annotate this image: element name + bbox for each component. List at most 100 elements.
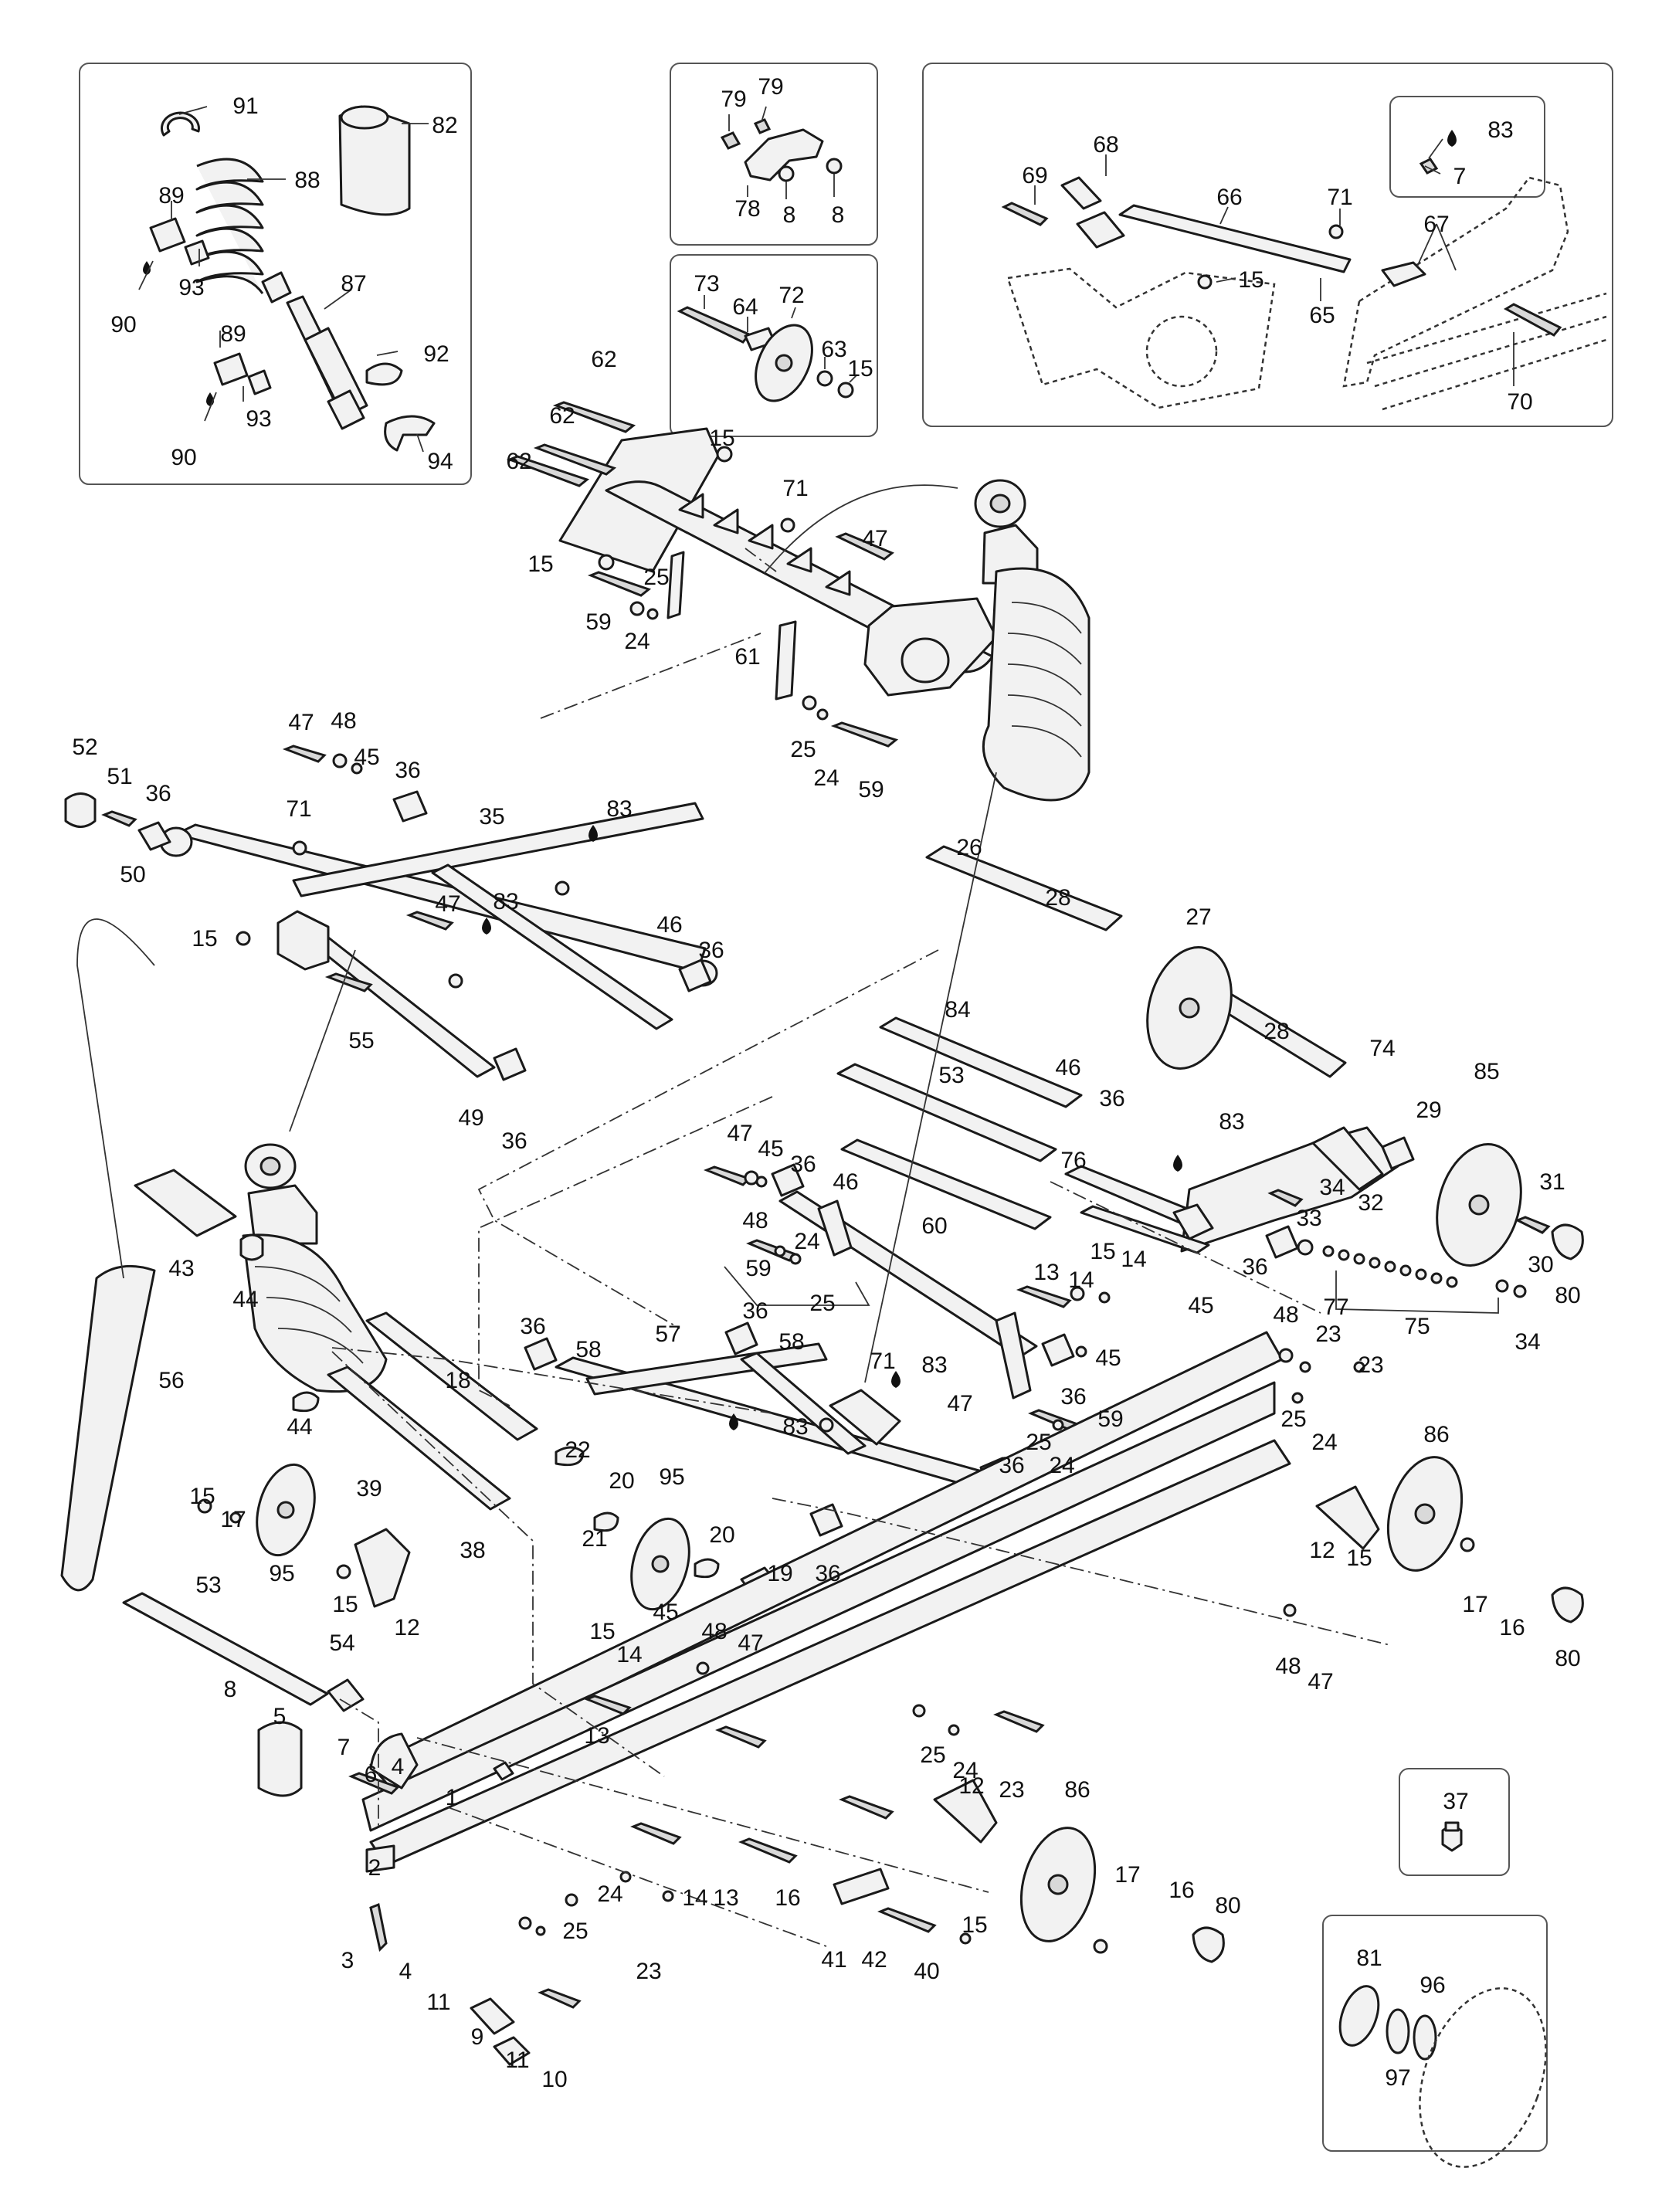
rear-shock-spring <box>974 479 1090 802</box>
callout-88: 88 <box>294 168 320 193</box>
callout-59: 59 <box>858 777 884 802</box>
callout-96: 96 <box>1419 1973 1445 1998</box>
callout-13: 13 <box>584 1723 609 1749</box>
callout-10: 10 <box>541 2067 567 2092</box>
rear-arm-74 <box>836 845 1584 1314</box>
callout-68: 68 <box>1093 132 1118 158</box>
callout-4: 4 <box>392 1754 405 1779</box>
callout-85: 85 <box>1474 1059 1499 1084</box>
assembly-lines <box>76 484 1391 1947</box>
callout-83: 83 <box>493 889 518 914</box>
callout-45: 45 <box>1095 1345 1121 1371</box>
callout-15: 15 <box>189 1484 215 1509</box>
callout-79: 79 <box>758 74 783 100</box>
callout-25: 25 <box>1280 1406 1306 1432</box>
callout-36: 36 <box>395 758 420 783</box>
crossmember-61 <box>506 401 998 748</box>
callout-25: 25 <box>809 1291 835 1316</box>
callout-15: 15 <box>332 1592 358 1617</box>
callout-15: 15 <box>1238 267 1263 293</box>
callout-20: 20 <box>609 1468 634 1494</box>
front-arm-35 <box>64 745 718 1081</box>
callout-84: 84 <box>945 997 970 1023</box>
callout-11: 11 <box>426 1990 450 2015</box>
callout-59: 59 <box>745 1256 771 1281</box>
callout-75: 75 <box>1404 1314 1430 1339</box>
callout-48: 48 <box>1273 1302 1298 1328</box>
grease-fitting-detail <box>1441 1821 1463 1852</box>
callout-14: 14 <box>682 1885 707 1911</box>
callout-95: 95 <box>269 1561 294 1586</box>
callout-86: 86 <box>1064 1777 1090 1803</box>
callout-13: 13 <box>713 1885 738 1911</box>
callout-45: 45 <box>354 745 379 770</box>
callout-71: 71 <box>782 476 808 501</box>
callout-71: 71 <box>286 796 311 822</box>
callout-20: 20 <box>709 1522 734 1548</box>
callout-86: 86 <box>1423 1422 1449 1447</box>
callout-47: 47 <box>862 526 887 551</box>
callout-57: 57 <box>655 1321 680 1347</box>
callout-46: 46 <box>833 1169 858 1195</box>
callout-24: 24 <box>794 1229 819 1254</box>
callout-31: 31 <box>1539 1169 1565 1195</box>
callout-58: 58 <box>575 1337 601 1362</box>
wheel-bearing-detail <box>1338 1985 1547 2168</box>
callout-62: 62 <box>506 449 531 474</box>
callout-25: 25 <box>1026 1430 1051 1455</box>
callout-67: 67 <box>1423 212 1449 237</box>
callout-90: 90 <box>110 312 136 338</box>
callout-15: 15 <box>847 356 873 382</box>
callout-51: 51 <box>107 764 132 789</box>
middle-arm-60 <box>703 1163 1111 1432</box>
callout-48: 48 <box>742 1208 768 1233</box>
callout-47: 47 <box>947 1391 972 1416</box>
callout-17: 17 <box>1462 1592 1487 1617</box>
callout-36: 36 <box>790 1152 816 1177</box>
bracket-inset-parts <box>720 106 843 199</box>
callout-83: 83 <box>1219 1109 1244 1135</box>
callout-45: 45 <box>758 1136 783 1162</box>
callout-80: 80 <box>1555 1646 1580 1671</box>
callout-38: 38 <box>460 1538 485 1563</box>
callout-91: 91 <box>232 93 258 119</box>
callout-21: 21 <box>582 1526 607 1552</box>
callout-49: 49 <box>458 1105 483 1131</box>
callout-64: 64 <box>732 294 758 320</box>
callout-65: 65 <box>1309 303 1335 328</box>
callout-37: 37 <box>1443 1789 1468 1814</box>
callout-24: 24 <box>624 629 650 654</box>
callout-36: 36 <box>742 1298 768 1324</box>
callout-52: 52 <box>72 735 97 760</box>
callout-24: 24 <box>597 1881 622 1907</box>
callout-48: 48 <box>701 1619 727 1644</box>
callout-25: 25 <box>562 1919 588 1944</box>
callout-25: 25 <box>790 737 816 762</box>
callout-36: 36 <box>520 1314 545 1339</box>
callout-95: 95 <box>659 1464 684 1490</box>
callout-24: 24 <box>813 765 839 791</box>
callout-59: 59 <box>585 609 611 635</box>
callout-83: 83 <box>606 796 632 822</box>
slide-rails <box>257 1331 1584 2066</box>
callout-44: 44 <box>287 1414 312 1440</box>
callout-46: 46 <box>656 912 682 938</box>
callout-42: 42 <box>861 1947 887 1973</box>
callout-12: 12 <box>394 1615 419 1640</box>
callout-12: 12 <box>958 1773 984 1799</box>
callout-23: 23 <box>999 1777 1024 1803</box>
callout-54: 54 <box>329 1630 354 1656</box>
callout-24: 24 <box>1311 1430 1337 1455</box>
callout-58: 58 <box>778 1329 804 1355</box>
callout-45: 45 <box>653 1600 678 1625</box>
callout-93: 93 <box>246 406 271 432</box>
callout-15: 15 <box>1090 1239 1115 1264</box>
callout-89: 89 <box>158 183 184 209</box>
callout-48: 48 <box>331 708 356 734</box>
callout-47: 47 <box>738 1630 763 1656</box>
callout-53: 53 <box>938 1063 964 1088</box>
shock-absorber-inset-parts <box>138 105 436 453</box>
callout-55: 55 <box>348 1028 374 1053</box>
callout-35: 35 <box>479 804 504 830</box>
